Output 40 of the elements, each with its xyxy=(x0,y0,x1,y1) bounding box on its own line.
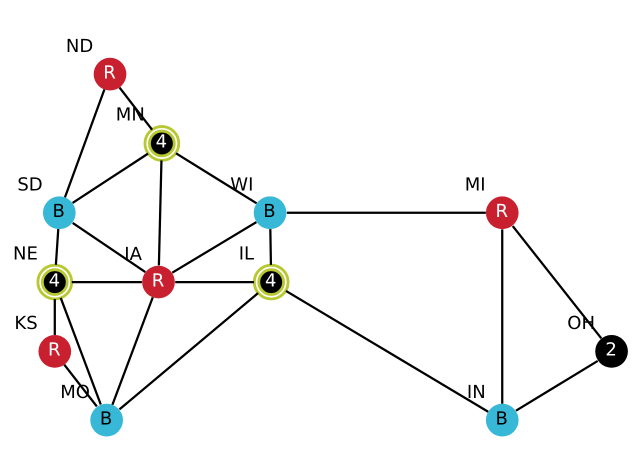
node-circle: R xyxy=(94,57,126,90)
node-circle: B xyxy=(486,403,519,436)
node-label: IN xyxy=(466,381,486,402)
node-label: ND xyxy=(66,35,94,56)
node-circle: B xyxy=(254,196,286,229)
node-circle: 4 xyxy=(36,263,74,300)
connector xyxy=(175,152,258,204)
connector xyxy=(286,211,486,214)
connector xyxy=(54,228,60,264)
node-circle: 4 xyxy=(252,263,290,300)
connector xyxy=(501,228,504,404)
node-circle: R xyxy=(142,265,175,298)
node-label: SD xyxy=(17,174,43,196)
connector xyxy=(158,160,163,265)
node-label: NE xyxy=(13,242,38,264)
connector xyxy=(54,298,56,334)
connector xyxy=(64,88,106,198)
connector xyxy=(515,359,598,412)
node-circle: R xyxy=(38,334,72,368)
connector xyxy=(72,280,142,283)
node-label: IA xyxy=(124,243,142,264)
node-circle: 2 xyxy=(595,334,628,368)
connector xyxy=(72,152,149,204)
connector xyxy=(60,297,102,404)
node-label: WI xyxy=(230,174,254,196)
connector xyxy=(172,220,257,274)
connector xyxy=(118,292,259,410)
connector xyxy=(512,224,602,339)
connector xyxy=(111,296,154,405)
node-label: KS xyxy=(14,312,38,334)
connector xyxy=(285,289,489,412)
node-label: IL xyxy=(238,242,254,264)
node-circle: B xyxy=(42,196,76,229)
connector xyxy=(175,280,254,283)
node-label: MI xyxy=(464,174,486,196)
node-circle: B xyxy=(90,403,123,436)
node-circle: R xyxy=(486,196,519,229)
connector xyxy=(269,228,272,264)
node-circle: 4 xyxy=(144,124,180,162)
connector xyxy=(72,222,146,272)
